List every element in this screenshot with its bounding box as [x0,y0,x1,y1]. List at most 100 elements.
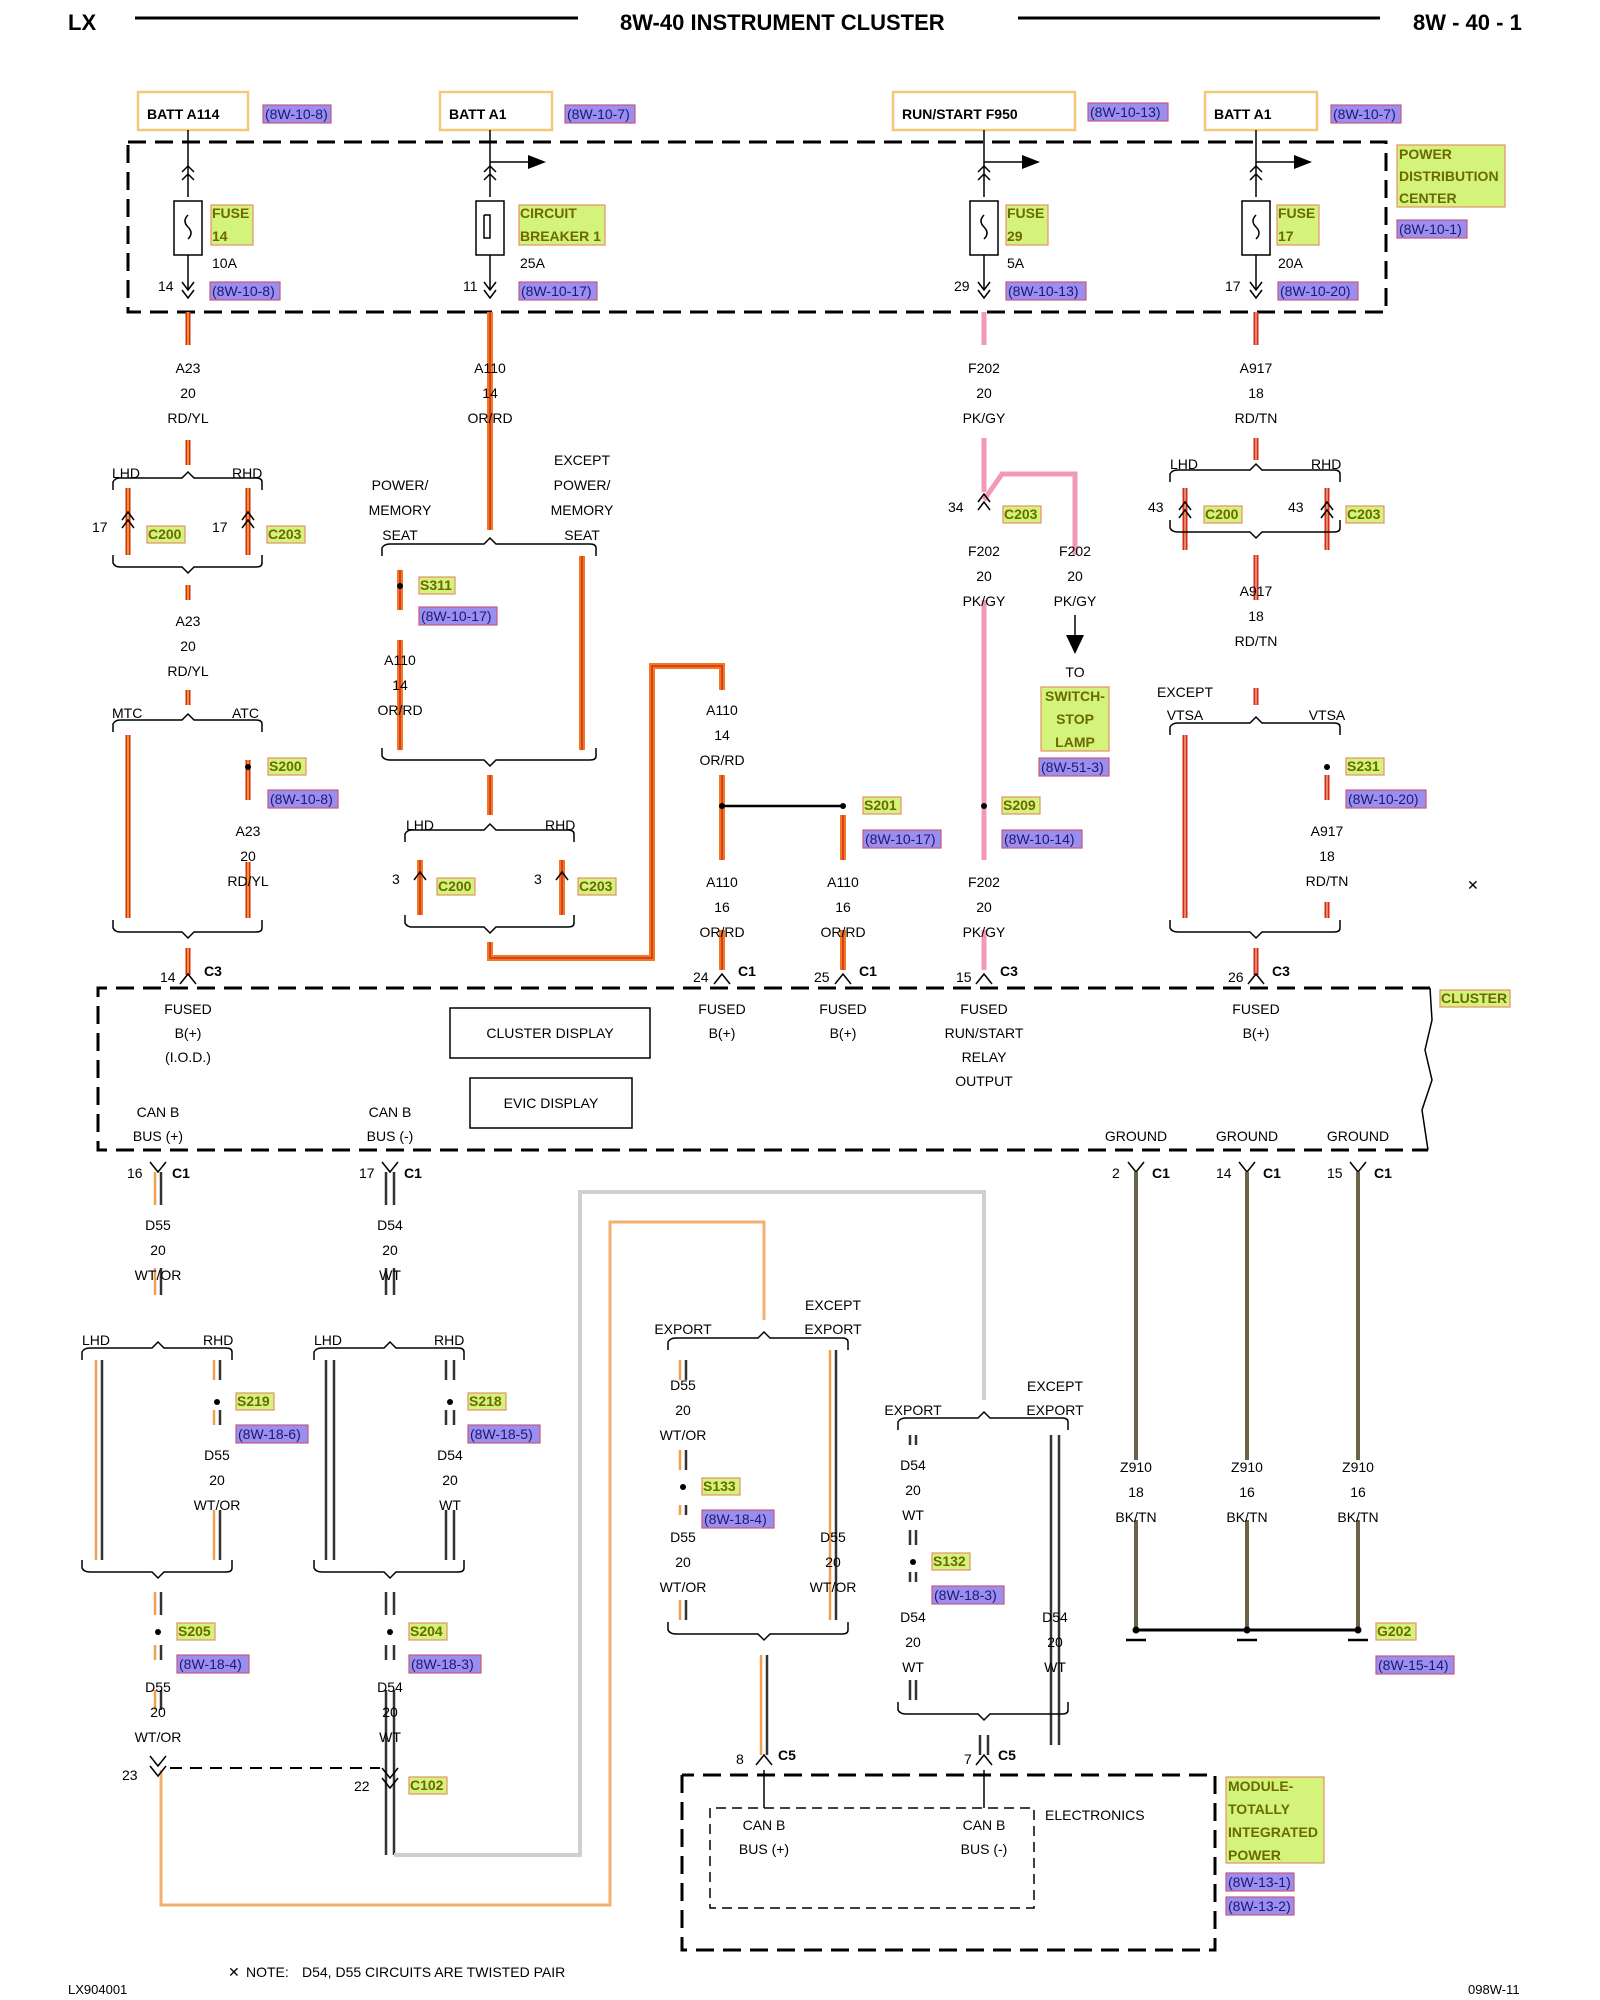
wire-a110-id: A110 [474,360,506,376]
output: OUTPUT [955,1073,1013,1089]
wire-z910-color-2: BK/TN [1226,1509,1267,1525]
splice-s200-ref[interactable]: (8W-10-8) [270,791,333,807]
splice-s133-ref[interactable]: (8W-18-4) [704,1511,767,1527]
a917-vtsa-1: VTSA [1167,707,1204,723]
splice-s132-ref[interactable]: (8W-18-3) [934,1587,997,1603]
tipm-ref-2[interactable]: (8W-13-2) [1228,1898,1291,1914]
wire-d54-id-6: D54 [1042,1609,1068,1625]
wire-f202-color-2: PK/GY [963,593,1006,609]
lower-labels: D55 20 WT/OR LHD RHD S219 (8W-18-6) D55 … [81,1217,1455,1795]
wire-z910-color-3: BK/TN [1337,1509,1378,1525]
splice-s219-ref[interactable]: (8W-18-6) [238,1426,301,1442]
splice-s204-ref[interactable]: (8W-18-3) [411,1656,474,1672]
wire-f202-id-2: F202 [968,543,1000,559]
c1-pin-15: 15 [1327,1165,1343,1181]
source-1-ref[interactable]: (8W-10-8) [265,106,328,122]
c5-pin-8: 8 [736,1751,744,1767]
fuse-4-number: 17 [1278,228,1294,244]
a110-rhd: RHD [545,817,575,833]
a917-rhd: RHD [1311,456,1341,472]
wire-d54-color-3: WT [379,1729,401,1745]
wire-f202-color: PK/GY [963,410,1006,426]
source-batt-a1-2: BATT A1 [1214,106,1272,122]
iod: (I.O.D.) [165,1049,211,1065]
pdc-label-3: CENTER [1399,190,1457,206]
tipm-ref-1[interactable]: (8W-13-1) [1228,1874,1291,1890]
wire-z910-id-3: Z910 [1342,1459,1374,1475]
source-3-ref[interactable]: (8W-10-13) [1090,104,1161,120]
fuse-1-ref[interactable]: (8W-10-8) [212,283,275,299]
source-2-ref[interactable]: (8W-10-7) [567,106,630,122]
wire-a110-16-gauge: 16 [714,899,730,915]
wire-a110-id-3: A110 [706,702,738,718]
wire-a110-16-color: OR/RD [699,924,744,940]
fuse-3-number: 29 [1007,228,1023,244]
wire-a917-gauge-3: 18 [1319,848,1335,864]
c102-pin-23: 23 [122,1767,138,1783]
d54-rhd: RHD [434,1332,464,1348]
fuse-3-ref[interactable]: (8W-10-13) [1008,283,1079,299]
wire-a23-color: RD/YL [167,410,208,426]
wire-a110-id-2: A110 [384,652,416,668]
wire-a110-color: OR/RD [467,410,512,426]
d54-lhd: LHD [314,1332,342,1348]
wire-a110-16-id: A110 [706,874,738,890]
tipm-label-1: MODULE- [1228,1778,1294,1794]
wire-a110-16-id-2: A110 [827,874,859,890]
splice-s209: S209 [1003,797,1036,813]
wire-d55-gauge-3: 20 [150,1704,166,1720]
ground-g202-ref[interactable]: (8W-15-14) [1378,1657,1449,1673]
wire-f202-color-4: PK/GY [963,924,1006,940]
source-4-ref[interactable]: (8W-10-7) [1333,106,1396,122]
d54-except-2: EXPORT [1026,1402,1084,1418]
a917-c200: C200 [1205,506,1239,522]
wire-a917-id: A917 [1240,360,1273,376]
splice-s231-ref[interactable]: (8W-10-20) [1348,791,1419,807]
tipm-label-2: TOTALLY [1228,1801,1291,1817]
wire-a23-id-2: A23 [176,613,201,629]
c3-pin-26: 26 [1228,969,1244,985]
pdc-ref[interactable]: (8W-10-1) [1399,221,1462,237]
fuse-4-ref[interactable]: (8W-10-20) [1280,283,1351,299]
splice-s201-ref[interactable]: (8W-10-17) [865,831,936,847]
c5-label-1: C5 [778,1747,796,1763]
wire-a110-gauge-2: 14 [392,677,408,693]
a917-c200-pin: 43 [1148,499,1164,515]
twisted-pair-symbol-2: ✕ [228,1964,240,1980]
splice-s209-ref[interactable]: (8W-10-14) [1004,831,1075,847]
wire-d55-color-5: WT/OR [660,1579,707,1595]
upper-wires [125,312,1330,975]
bplus-2: B(+) [709,1025,736,1041]
c102-pin-22: 22 [354,1778,370,1794]
a23-mtc: MTC [112,705,142,721]
wire-d55-gauge-5: 20 [675,1554,691,1570]
footer: ✕ NOTE: D54, D55 CIRCUITS ARE TWISTED PA… [68,1964,1520,1997]
wire-a917-gauge: 18 [1248,385,1264,401]
footer-left: LX904001 [68,1982,127,1997]
wire-d55-color-6: WT/OR [810,1579,857,1595]
wire-d55-gauge-2: 20 [209,1472,225,1488]
splice-s205-ref[interactable]: (8W-18-4) [179,1656,242,1672]
breaker-ref[interactable]: (8W-10-17) [521,283,592,299]
c1-pin-24: 24 [693,969,709,985]
splice-s219: S219 [237,1393,270,1409]
footer-note: D54, D55 CIRCUITS ARE TWISTED PAIR [302,1964,565,1980]
wire-d54-gauge-5: 20 [905,1634,921,1650]
a110-c200-pin: 3 [392,871,400,887]
splice-s218-ref[interactable]: (8W-18-5) [470,1426,533,1442]
ground-2: GROUND [1216,1128,1278,1144]
d55-lhd: LHD [82,1332,110,1348]
c203-pin-17: 17 [212,519,228,535]
power-distribution-center: POWER DISTRIBUTION CENTER (8W-10-1) [126,140,1506,314]
splice-s311-ref[interactable]: (8W-10-17) [421,608,492,624]
wire-a110-16-gauge-2: 16 [835,899,851,915]
stop-lamp-ref[interactable]: (8W-51-3) [1041,759,1104,775]
connector-c102: C102 [410,1777,444,1793]
lower-wires [94,1172,1368,1907]
page-title: 8W-40 INSTRUMENT CLUSTER [620,10,945,35]
epm-label-3: SEAT [564,527,600,543]
c1-pin-25: 25 [814,969,830,985]
ground-g202: G202 [1377,1623,1411,1639]
c1-pin-16: 16 [127,1165,143,1181]
source-batt-a1: BATT A1 [449,106,507,122]
